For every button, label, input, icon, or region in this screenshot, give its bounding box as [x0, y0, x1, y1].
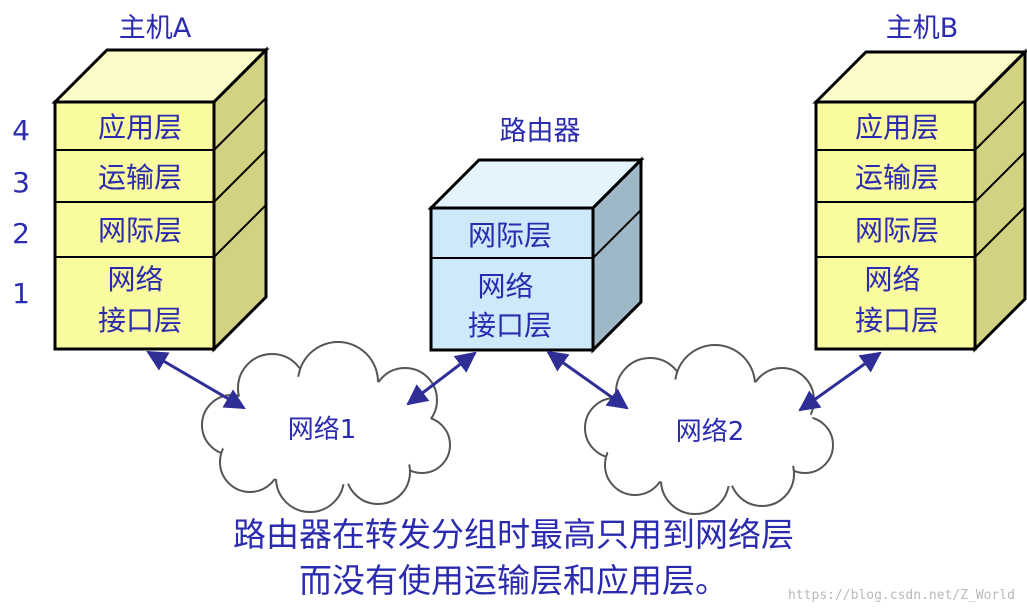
- host-a-front-face: [53, 100, 216, 351]
- layer-number-4: 4: [12, 114, 30, 147]
- host-b: 主机B 应用层 运输层 网际层 网络 接口层: [812, 13, 1027, 353]
- layer-number-3: 3: [12, 166, 30, 199]
- arrow-network-2-host-b: [798, 351, 882, 412]
- router-layer-network-interface-line1: 网络: [478, 270, 534, 303]
- layer-number-1: 1: [12, 277, 30, 310]
- router: 路由器 网际层 网络 接口层: [427, 116, 645, 354]
- arrow-network-1-router: [406, 351, 477, 406]
- host-a: 主机A 应用层 运输层 网际层 网络 接口层: [51, 13, 270, 353]
- host-a-layer-network-interface: 网络 接口层: [98, 263, 182, 337]
- host-a-layer-network-interface-line1: 网络: [108, 263, 164, 296]
- network-2-cloud: 网络2: [584, 344, 834, 515]
- arrow-router-network-2: [546, 350, 629, 410]
- host-b-layer-network-interface: 网络 接口层: [855, 263, 939, 337]
- host-b-layer-transport: 运输层: [855, 161, 939, 194]
- network-2-label: 网络2: [676, 417, 745, 447]
- router-layer-network-interface-line2: 接口层: [468, 309, 552, 342]
- router-layer-network-interface: 网络 接口层: [468, 270, 552, 342]
- host-a-title: 主机A: [119, 13, 192, 44]
- layer-numbers: 4 3 2 1: [12, 114, 30, 310]
- host-b-layer-application: 应用层: [855, 111, 939, 144]
- host-a-layer-transport: 运输层: [98, 161, 182, 194]
- host-a-layer-application: 应用层: [98, 111, 182, 144]
- host-b-layer-network-interface-line2: 接口层: [855, 304, 939, 337]
- caption-line-1: 路由器在转发分组时最高只用到网络层: [233, 515, 794, 554]
- host-b-side-face: [973, 48, 1027, 353]
- host-b-front-face: [814, 100, 977, 351]
- router-title: 路由器: [500, 116, 581, 147]
- watermark: https://blog.csdn.net/Z_World: [788, 588, 1015, 603]
- arrow-host-a-network-1: [146, 350, 246, 410]
- router-front-face: [429, 206, 595, 352]
- host-a-layer-internet: 网际层: [98, 214, 182, 247]
- network-1-cloud: 网络1: [201, 341, 451, 513]
- host-b-title: 主机B: [886, 13, 959, 44]
- host-b-layer-network-interface-line1: 网络: [865, 263, 921, 296]
- layer-number-2: 2: [12, 217, 30, 250]
- host-a-side-face: [212, 46, 268, 353]
- router-layer-internet: 网际层: [468, 219, 552, 252]
- connections: [146, 350, 882, 412]
- network-1-label: 网络1: [288, 415, 357, 445]
- caption-line-2: 而没有使用运输层和应用层。: [299, 561, 728, 600]
- host-a-layer-network-interface-line2: 接口层: [98, 304, 182, 337]
- host-b-layer-internet: 网际层: [855, 214, 939, 247]
